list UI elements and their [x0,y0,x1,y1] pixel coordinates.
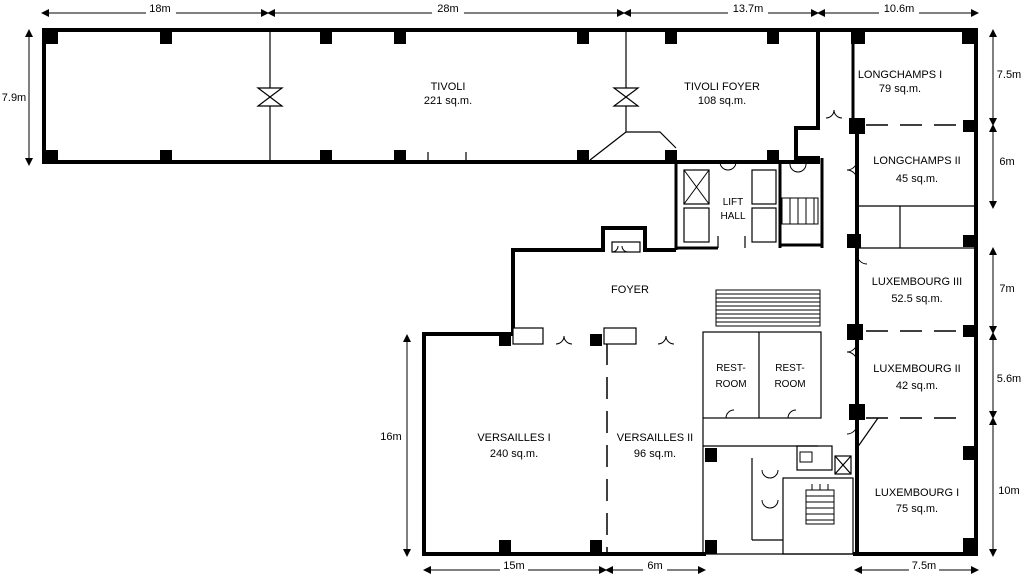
room-luxembourg-3: LUXEMBOURG III 52.5 sq.m. [872,276,962,305]
staircase-south [799,451,835,525]
room-versailles-1-name: VERSAILLES I [477,432,550,444]
room-luxembourg-1: LUXEMBOURG I 75 sq.m. [875,487,959,515]
restroom-2-line1: REST- [775,363,804,374]
dim-left-tivoli: 7.9m [2,92,26,104]
door-swings [555,109,868,509]
room-versailles-2-area: 96 sq.m. [634,448,676,460]
room-versailles-1: VERSAILLES I 240 sq.m. [477,432,550,460]
restroom-2: REST- ROOM [774,363,805,390]
lift-hall-line1: LIFT [723,197,744,208]
dim-right-4: 5.6m [997,373,1021,385]
room-luxembourg-2-area: 42 sq.m. [896,380,938,392]
lift-cabins [683,169,710,205]
room-tivoli-area: 221 sq.m. [424,95,472,107]
dim-top-1: 18m [149,3,170,15]
columns [44,30,976,554]
dim-bottom-2: 6m [647,560,662,572]
room-luxembourg-3-area: 52.5 sq.m. [891,293,942,305]
dim-right-1: 7.5m [997,69,1021,81]
dim-top-2: 28m [437,3,458,15]
room-versailles-2: VERSAILLES II 96 sq.m. [617,432,693,460]
restroom-1-line2: ROOM [715,379,746,390]
dim-top-4: 10.6m [884,3,915,15]
room-longchamps-1: LONGCHAMPS I 79 sq.m. [858,69,942,95]
room-luxembourg-1-area: 75 sq.m. [896,503,938,515]
room-longchamps-2-area: 45 sq.m. [896,173,938,185]
folding-partition-icons [256,87,640,107]
escalator [715,289,821,327]
room-longchamps-1-area: 79 sq.m. [879,83,921,95]
lift-hall: LIFT HALL [720,197,745,222]
dimension-labels: 18m 28m 13.7m 10.6m 7.9m 7.5m 6m 7m 5.6m… [2,3,1023,573]
room-tivoli-name: TIVOLI [431,81,466,93]
room-longchamps-1-name: LONGCHAMPS I [858,69,942,81]
room-versailles-1-area: 240 sq.m. [490,448,538,460]
room-luxembourg-3-name: LUXEMBOURG III [872,276,962,288]
room-luxembourg-2-name: LUXEMBOURG II [873,363,960,375]
dim-right-2: 6m [999,156,1014,168]
restroom-2-line2: ROOM [774,379,805,390]
dim-bottom-1: 15m [503,560,524,572]
room-tivoli-foyer: TIVOLI FOYER 108 sq.m. [684,81,760,107]
restroom-1-line1: REST- [716,363,745,374]
dim-right-3: 7m [999,283,1014,295]
room-longchamps-2-name: LONGCHAMPS II [873,155,960,167]
dim-bottom-3: 7.5m [912,560,936,572]
room-luxembourg-1-name: LUXEMBOURG I [875,487,959,499]
room-versailles-2-name: VERSAILLES II [617,432,693,444]
room-tivoli: TIVOLI 221 sq.m. [424,81,472,107]
dim-right-5: 10m [998,485,1019,497]
room-labels: TIVOLI 221 sq.m. TIVOLI FOYER 108 sq.m. … [424,69,962,515]
dim-left-versailles: 16m [380,431,401,443]
movable-partitions [606,124,968,554]
lift-hall-line2: HALL [720,211,745,222]
dim-top-3: 13.7m [733,3,764,15]
room-tivoli-foyer-area: 108 sq.m. [698,95,746,107]
exterior-walls [42,28,978,556]
room-luxembourg-2: LUXEMBOURG II 42 sq.m. [873,363,960,392]
room-foyer-name: FOYER [611,284,649,296]
room-tivoli-foyer-name: TIVOLI FOYER [684,81,760,93]
restroom-1: REST- ROOM [715,363,746,390]
room-longchamps-2: LONGCHAMPS II 45 sq.m. [873,155,960,185]
staircase-north [781,197,819,225]
